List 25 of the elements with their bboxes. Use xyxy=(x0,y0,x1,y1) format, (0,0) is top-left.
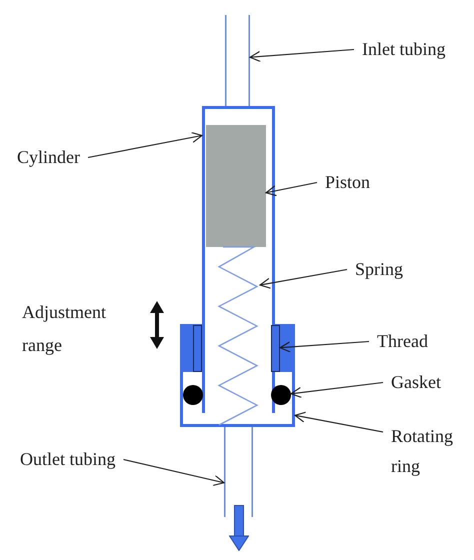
leader-arrow xyxy=(279,340,370,353)
leader-arrow xyxy=(290,382,384,398)
coil-spring xyxy=(216,246,260,426)
leader-arrow xyxy=(259,268,348,289)
callout-label: Outlet tubing xyxy=(20,449,116,470)
inlet-tube xyxy=(225,15,250,107)
callout-label: Thread xyxy=(377,331,428,352)
leader-arrow xyxy=(123,458,225,486)
leader-arrow xyxy=(88,132,203,158)
piston-block xyxy=(206,125,266,247)
outlet-tube xyxy=(224,427,253,517)
callout-label: Gasket xyxy=(391,372,441,393)
annotation-label: Adjustment range xyxy=(22,301,106,357)
leader-arrow xyxy=(265,182,318,196)
callout-label: Inlet tubing xyxy=(362,39,446,60)
rotating-ring xyxy=(180,324,295,427)
callout-label: Spring xyxy=(355,259,404,280)
callout-label: Cylinder xyxy=(17,147,80,168)
callout-label: Piston xyxy=(325,172,370,193)
thread-strip xyxy=(271,325,280,372)
leader-arrow xyxy=(294,412,384,433)
cylinder-body xyxy=(202,106,275,413)
gasket xyxy=(271,385,291,405)
callout-label: Rotating ring xyxy=(391,421,453,481)
leader-arrow xyxy=(249,48,354,62)
